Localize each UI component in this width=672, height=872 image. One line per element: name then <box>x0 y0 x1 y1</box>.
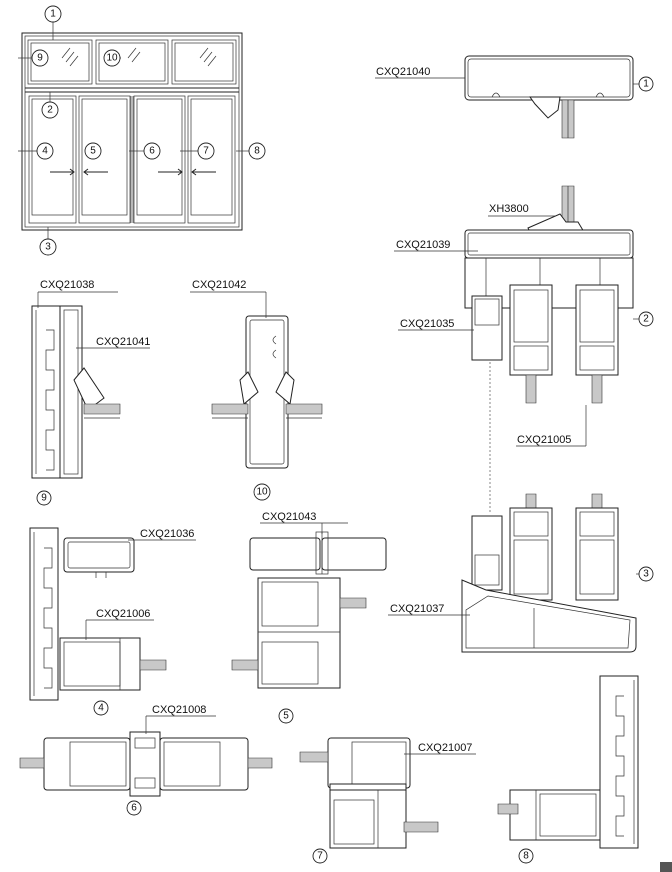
section-1: CXQ21040 1 <box>375 55 654 139</box>
section-6: CXQ21008 6 <box>19 704 273 816</box>
section-number-6: 6 <box>126 800 142 816</box>
profile-label-cxq21041: CXQ21041 <box>96 336 150 348</box>
svg-text:10: 10 <box>106 53 118 64</box>
profile-label-cxq21039: CXQ21039 <box>396 239 450 251</box>
section-5: CXQ21043 5 <box>231 511 387 724</box>
svg-text:1: 1 <box>50 9 56 20</box>
section-8: 8 <box>497 675 639 864</box>
svg-text:5: 5 <box>283 711 289 722</box>
svg-text:8: 8 <box>523 851 529 862</box>
section-9: CXQ21038 CXQ21041 9 <box>31 279 150 506</box>
svg-text:6: 6 <box>149 146 155 157</box>
profile-label-cxq21043: CXQ21043 <box>262 511 316 523</box>
profile-label-cxq21040: CXQ21040 <box>376 66 430 78</box>
profile-label-cxq21035: CXQ21035 <box>400 318 454 330</box>
profile-label-cxq21005: CXQ21005 <box>517 434 571 446</box>
section-number-1: 1 <box>638 76 654 92</box>
svg-text:2: 2 <box>643 314 649 325</box>
window-elevation: 1 9 10 2 4 5 6 7 8 3 <box>18 5 266 256</box>
callout-6: 6 <box>143 142 161 160</box>
svg-text:4: 4 <box>98 703 104 714</box>
svg-text:5: 5 <box>90 146 96 157</box>
svg-text:6: 6 <box>131 803 137 814</box>
section-number-4: 4 <box>93 700 109 716</box>
svg-text:7: 7 <box>317 851 323 862</box>
profile-label-cxq21007: CXQ21007 <box>418 742 472 754</box>
section-number-5: 5 <box>278 708 294 724</box>
svg-text:10: 10 <box>256 487 268 498</box>
svg-text:1: 1 <box>643 79 649 90</box>
section-number-8: 8 <box>518 848 534 864</box>
svg-text:2: 2 <box>47 105 53 116</box>
profile-label-cxq21008: CXQ21008 <box>152 704 206 716</box>
section-3: CXQ21037 3 <box>388 493 654 653</box>
svg-text:8: 8 <box>254 146 260 157</box>
section-10: CXQ21042 10 <box>190 279 323 501</box>
callout-2: 2 <box>41 101 59 119</box>
svg-text:4: 4 <box>42 146 48 157</box>
profile-label-cxq21006: CXQ21006 <box>96 608 150 620</box>
section-number-2: 2 <box>638 311 654 327</box>
profile-label-cxq21037: CXQ21037 <box>390 603 444 615</box>
callout-10: 10 <box>103 49 121 67</box>
callout-1: 1 <box>44 5 62 23</box>
svg-text:9: 9 <box>37 53 43 64</box>
callout-4: 4 <box>36 142 54 160</box>
callout-8: 8 <box>248 142 266 160</box>
section-number-9: 9 <box>36 490 52 506</box>
svg-text:9: 9 <box>41 493 47 504</box>
elevation-callouts: 1 9 10 2 4 5 6 7 8 3 <box>31 5 266 256</box>
profile-label-cxq21036: CXQ21036 <box>140 528 194 540</box>
section-2: XH3800 CXQ21039 CXQ21035 CXQ21005 2 <box>394 185 654 514</box>
svg-text:3: 3 <box>643 569 649 580</box>
profile-label-cxq21038: CXQ21038 <box>40 279 94 291</box>
section-number-7: 7 <box>312 848 328 864</box>
svg-text:3: 3 <box>45 242 51 253</box>
profile-label-cxq21042: CXQ21042 <box>192 279 246 291</box>
callout-5: 5 <box>84 142 102 160</box>
section-number-10: 10 <box>253 483 271 501</box>
section-7: CXQ21007 7 <box>299 737 476 864</box>
callout-7: 7 <box>197 142 215 160</box>
section-4: CXQ21036 CXQ21006 4 <box>29 527 196 716</box>
profile-label-xh3800: XH3800 <box>489 203 529 215</box>
page-corner-mark <box>660 862 672 872</box>
callout-3: 3 <box>39 238 57 256</box>
svg-text:7: 7 <box>203 146 209 157</box>
callout-9: 9 <box>31 49 49 67</box>
section-number-3: 3 <box>638 566 654 582</box>
